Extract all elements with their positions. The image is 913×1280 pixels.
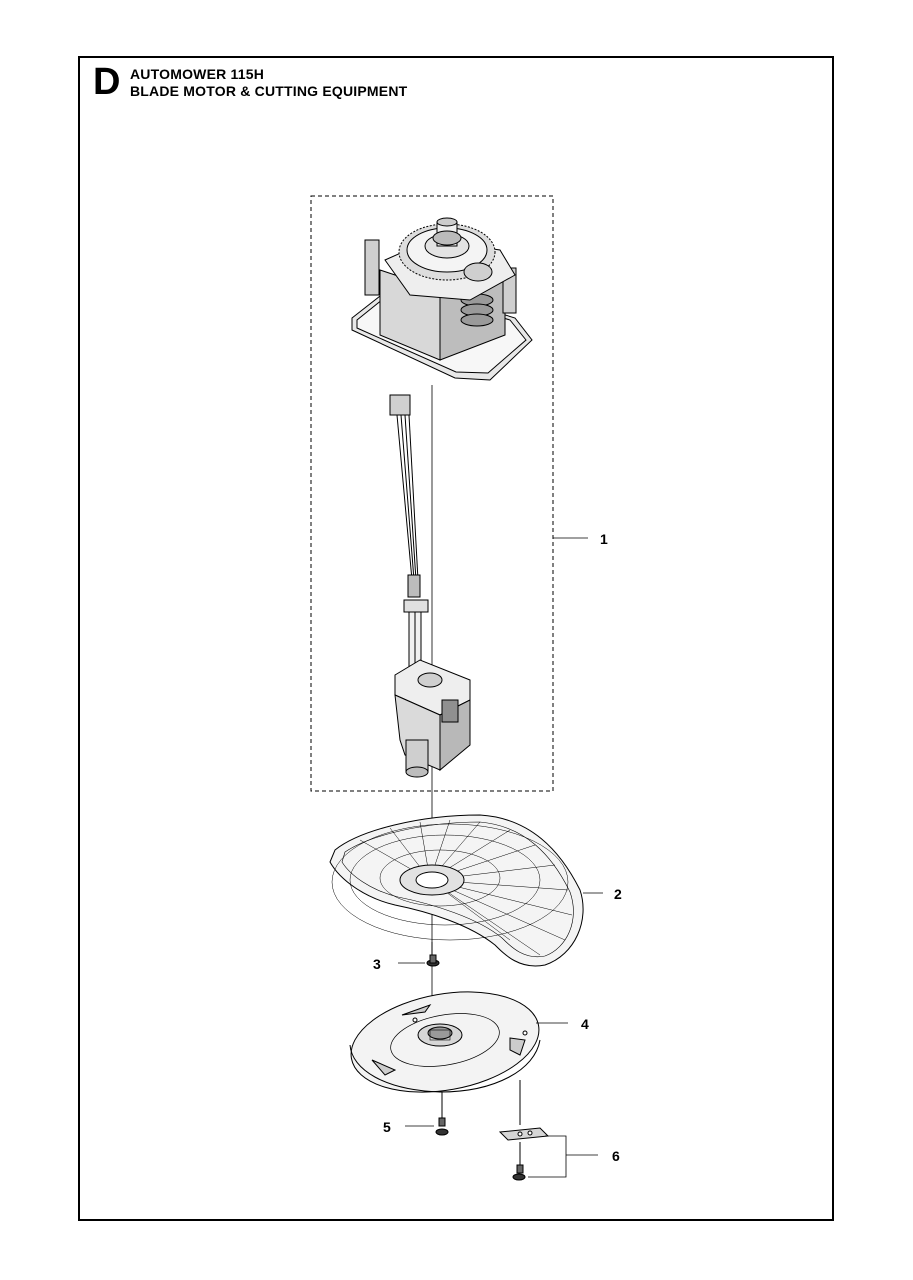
screw-item-3 [426,942,440,967]
leader-line-6a [528,1135,567,1178]
motor-gear-housing [351,217,533,381]
callout-2: 2 [614,886,622,902]
section-letter: D [93,61,121,103]
blade-guard [329,814,584,967]
knife-blade-set [498,1080,550,1181]
model-title: AUTOMOWER 115H [130,66,265,82]
callout-5: 5 [383,1119,391,1135]
section-subtitle: BLADE MOTOR & CUTTING EQUIPMENT [130,83,408,99]
callout-6: 6 [612,1148,620,1164]
page-frame [78,56,834,1221]
blade-motor [394,659,471,778]
callout-3: 3 [373,956,381,972]
callout-1: 1 [600,531,608,547]
wiring-harness [389,394,429,668]
leader-lines [398,537,603,1178]
blade-disc [349,991,541,1093]
callout-4: 4 [581,1016,589,1032]
screw-item-5 [435,1092,449,1136]
assembly-boundary-box [310,195,554,792]
